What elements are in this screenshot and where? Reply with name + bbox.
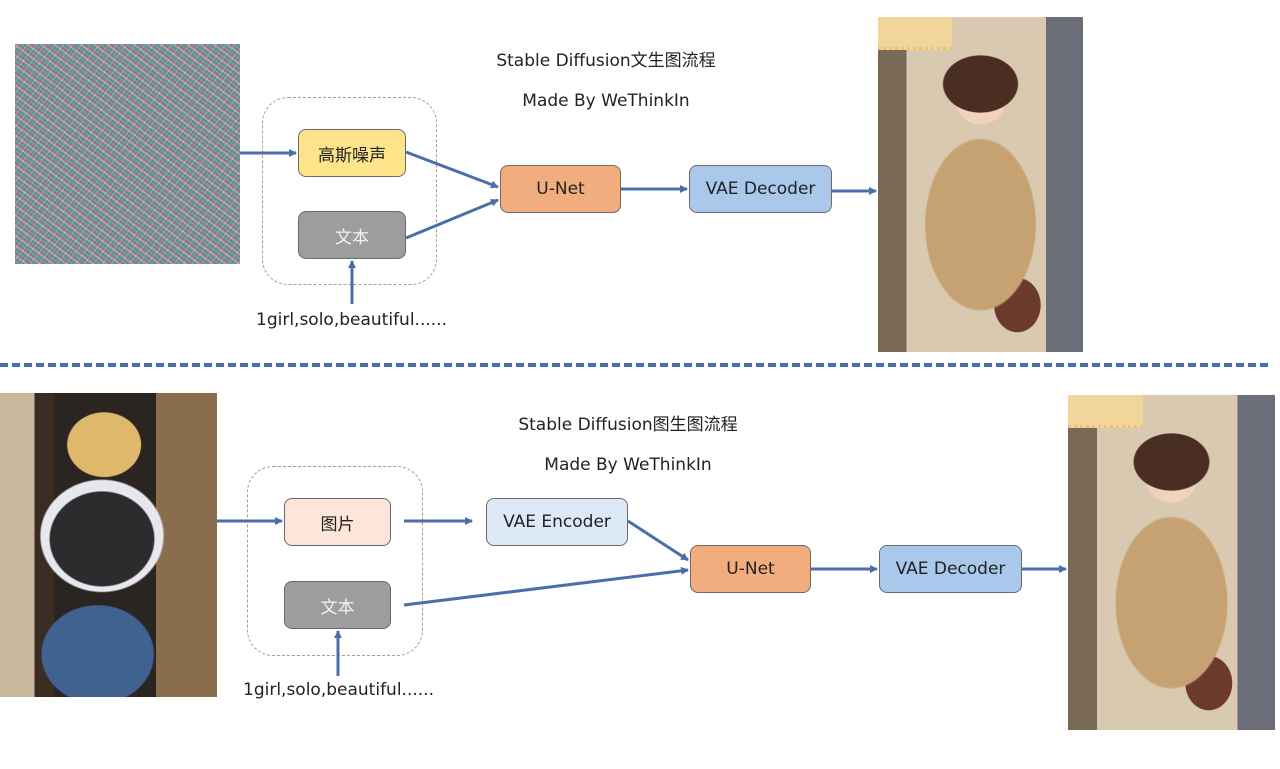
img2img-title: Stable Diffusion图生图流程 [518, 415, 738, 435]
img2img-output-image [1068, 395, 1275, 730]
vae-decoder-box-bottom: VAE Decoder [879, 545, 1022, 593]
image-box: 图片 [284, 498, 391, 546]
prompt-text-bottom: 1girl,solo,beautiful...... [243, 680, 434, 700]
section-divider [0, 363, 1268, 367]
awning-decoration [1068, 395, 1143, 429]
blonde-input-image [0, 393, 217, 697]
noise-input-image [15, 44, 240, 264]
vae-decoder-label-bottom: VAE Decoder [895, 559, 1006, 579]
txt2img-output-image [878, 17, 1083, 352]
image-label: 图片 [320, 514, 355, 535]
arrow-text-to-unet [405, 198, 499, 240]
img2img-subtitle: Made By WeThinkIn [544, 455, 712, 475]
unet-box-bottom: U-Net [690, 545, 811, 593]
img2img-input-group [247, 466, 423, 656]
gaussian-noise-box: 高斯噪声 [298, 129, 406, 177]
arrow-encoder-to-unet [627, 519, 689, 562]
prompt-text-top: 1girl,solo,beautiful...... [256, 310, 447, 330]
text-box-top: 文本 [298, 211, 406, 259]
vae-encoder-label: VAE Encoder [503, 512, 611, 532]
vae-decoder-label-top: VAE Decoder [705, 179, 816, 199]
txt2img-subtitle: Made By WeThinkIn [522, 91, 690, 111]
gaussian-noise-label: 高斯噪声 [318, 145, 386, 166]
vae-encoder-box: VAE Encoder [486, 498, 628, 546]
arrow-text-to-unet-bottom [403, 566, 689, 607]
arrow-gaussian-to-unet [405, 150, 499, 189]
txt2img-input-group [262, 97, 437, 285]
awning-decoration [878, 17, 952, 51]
text-box-bottom: 文本 [284, 581, 391, 629]
vae-decoder-box-top: VAE Decoder [689, 165, 832, 213]
text-label-top: 文本 [335, 227, 369, 248]
unet-label-bottom: U-Net [726, 559, 775, 579]
text-label-bottom: 文本 [320, 597, 355, 618]
unet-box-top: U-Net [500, 165, 621, 213]
txt2img-title: Stable Diffusion文生图流程 [496, 51, 716, 71]
unet-label-top: U-Net [536, 179, 585, 199]
